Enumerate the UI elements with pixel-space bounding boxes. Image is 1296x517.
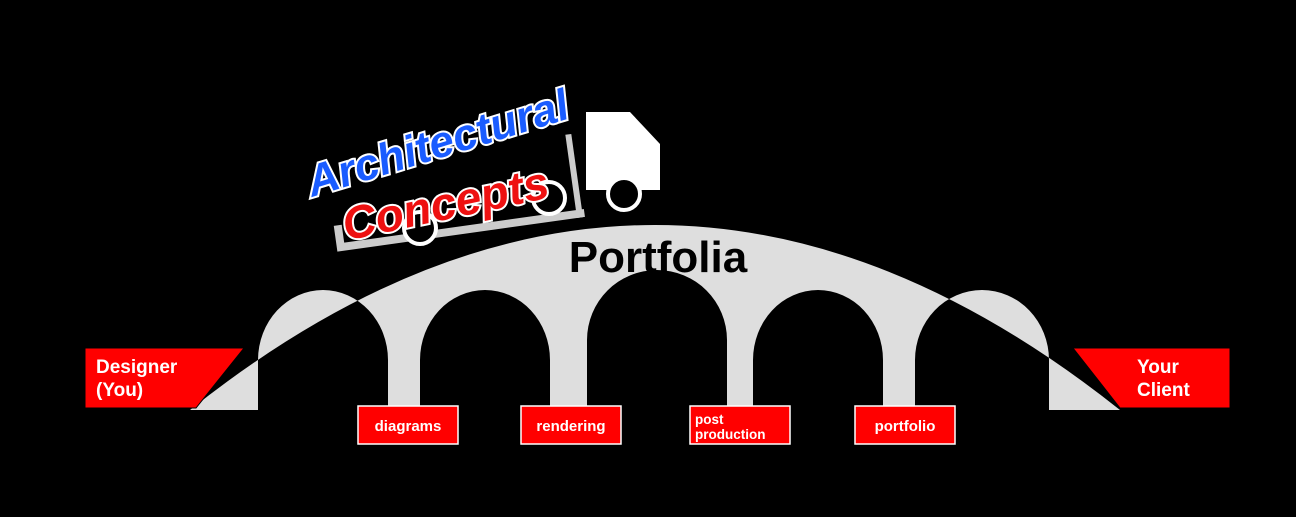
- pillar-tag-box: [689, 405, 791, 445]
- pillar-tag-box: [357, 405, 459, 445]
- pillar-tag-portfolio: portfolio: [854, 405, 956, 445]
- pillar-tag-diagrams: diagrams: [357, 405, 459, 445]
- pillar-tag-box: [520, 405, 622, 445]
- truck-wheel-front: [606, 176, 642, 212]
- pillar-label: diagrams: [375, 418, 442, 435]
- endpoint-left-line1: Designer: [96, 357, 178, 378]
- truck-trailer: [333, 133, 585, 252]
- truck-wheel-rear: [402, 210, 438, 246]
- pillar-tag-rendering: rendering: [520, 405, 622, 445]
- endpoint-left-tag: [84, 347, 246, 409]
- pillar-label: portfolio: [875, 418, 936, 435]
- pillar-label-line2: production: [695, 427, 766, 442]
- truck-cab: [586, 112, 660, 190]
- pillar-label: post: [695, 412, 724, 427]
- pillar-tag-box: [854, 405, 956, 445]
- endpoint-right-line2: Client: [1137, 380, 1190, 401]
- endpoint-left: Designer (You): [84, 347, 246, 409]
- bridge-arch: [190, 225, 1120, 410]
- pillar-tag-post-production: post production: [689, 405, 791, 445]
- truck-wheel-middle: [531, 180, 567, 216]
- endpoint-right-tag: [1071, 347, 1231, 409]
- endpoint-right-line1: Your: [1137, 357, 1179, 378]
- truck-icon: [333, 112, 660, 252]
- pillar-label: rendering: [536, 418, 605, 435]
- bridge-title: Portfolia: [569, 233, 748, 282]
- endpoint-right: Your Client: [1071, 347, 1231, 409]
- endpoint-left-line2: (You): [96, 380, 143, 401]
